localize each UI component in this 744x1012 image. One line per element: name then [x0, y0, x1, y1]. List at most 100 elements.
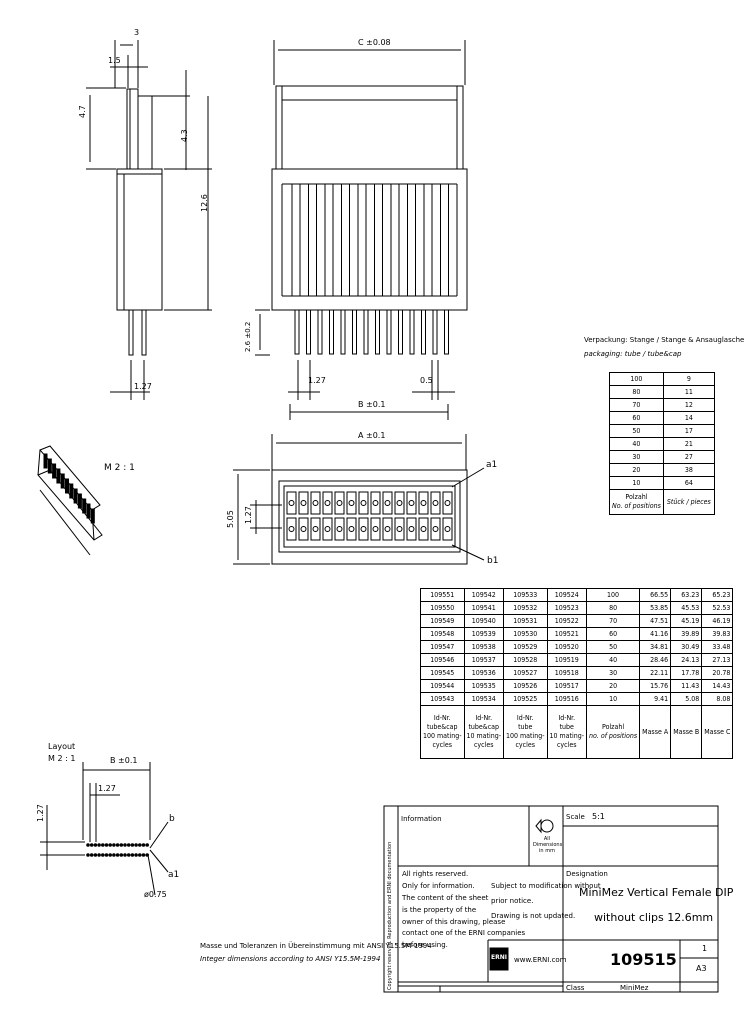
- iso-pin: [86, 503, 91, 519]
- variants-cell: 39.89: [670, 627, 703, 641]
- variants-cell: 33.48: [701, 640, 734, 654]
- dim-1-27-top: 1.27: [244, 506, 253, 524]
- variants-cell: 109536: [463, 666, 504, 680]
- top-contact-cell: [298, 517, 309, 541]
- layout-1-27-h: 1.27: [98, 784, 116, 793]
- top-contact-hole: [324, 500, 331, 506]
- top-contact-cell: [310, 517, 321, 541]
- variants-cell: 10: [585, 692, 641, 706]
- variants-cell: 5.08: [670, 692, 703, 706]
- variants-cell: 109525: [503, 692, 548, 706]
- top-contact-cell: [322, 491, 333, 515]
- top-contact-hole: [300, 500, 307, 506]
- variants-cell: 39.83: [701, 627, 734, 641]
- top-contact-hole: [360, 500, 367, 506]
- front-pin: [306, 309, 311, 355]
- top-contact-hole: [384, 500, 391, 506]
- top-contact-hole: [396, 526, 403, 532]
- top-contact-cell: [358, 491, 369, 515]
- variants-header-line: tube: [559, 723, 574, 731]
- dim-c: C ±0.08: [358, 38, 391, 47]
- variants-header-line: cycles: [432, 741, 453, 749]
- variants-cell: 100: [585, 588, 641, 602]
- layout-hole: [123, 843, 127, 847]
- top-contact-hole: [300, 526, 307, 532]
- top-contact-cell: [370, 517, 381, 541]
- iso-pin: [82, 498, 87, 514]
- variants-header-line: Masse B: [673, 727, 700, 736]
- variants-header-cell: Masse B: [670, 705, 703, 759]
- variants-cell: 24.13: [670, 653, 703, 667]
- front-slot: [423, 183, 433, 297]
- top-contact-cell: [358, 517, 369, 541]
- tolerance-note-en: Integer dimensions according to ANSI Y15…: [200, 955, 381, 963]
- rights-6: contact one of the ERNI companies: [402, 929, 526, 937]
- layout-1-27-v: 1.27: [36, 804, 45, 822]
- side-view: [86, 40, 212, 400]
- variants-header-line: Masse C: [704, 727, 731, 736]
- layout-a1: a1: [168, 870, 180, 880]
- top-contact-hole: [312, 526, 319, 532]
- packaging-positions-cell: 10: [609, 476, 664, 490]
- top-contact-cell: [346, 517, 357, 541]
- top-contact-hole: [384, 526, 391, 532]
- layout-hole: [141, 853, 146, 857]
- variants-header-line: Id-Nr.: [558, 714, 576, 722]
- variants-cell: 65.23: [701, 588, 734, 602]
- variants-cell: 109551: [420, 588, 465, 602]
- front-pin: [340, 309, 346, 355]
- packaging-positions-cell: 100: [609, 372, 664, 386]
- technical-drawing: [37, 40, 719, 993]
- dim-1-27-front: 1.27: [308, 376, 326, 385]
- variants-header-line: Polzahl: [602, 723, 625, 731]
- variants-header-line: 100 mating-: [423, 732, 462, 740]
- packaging-pieces-cell: 9: [662, 372, 715, 386]
- variants-cell: 40: [585, 653, 641, 667]
- iso-pin: [65, 478, 69, 494]
- packaging-positions-cell: 70: [609, 398, 664, 412]
- front-pin: [386, 309, 392, 355]
- variants-cell: 109540: [463, 614, 504, 628]
- top-contact-cell: [286, 491, 297, 515]
- layout-view: [40, 762, 169, 896]
- top-contact-cell: [406, 491, 417, 515]
- variants-cell: 109520: [546, 640, 587, 654]
- iso-scale: M 2 : 1: [104, 463, 135, 473]
- front-slot: [407, 183, 416, 297]
- layout-hole: [141, 843, 146, 847]
- top-contact-hole: [324, 526, 331, 532]
- variants-cell: 109523: [546, 601, 587, 615]
- front-slot: [374, 183, 383, 297]
- iso-pin: [60, 473, 65, 489]
- variants-header-line: Id-Nr.: [433, 714, 451, 722]
- packaging-header: Polzahl No. of positions Stück / pieces: [609, 489, 715, 515]
- variants-header-line: cycles: [515, 741, 536, 749]
- variants-cell: 109539: [463, 627, 504, 641]
- variants-header-line: tube: [518, 723, 533, 731]
- dim-4-3: 4.3: [180, 129, 189, 142]
- top-contact-cell: [346, 491, 357, 515]
- variants-cell: 41.16: [639, 627, 672, 641]
- variants-cell: 109532: [503, 601, 548, 615]
- top-contact-hole: [372, 500, 379, 506]
- variants-cell: 109547: [420, 640, 465, 654]
- iso-pin: [90, 508, 95, 524]
- variants-cell: 109533: [503, 588, 548, 602]
- variants-header-line: cycles: [556, 741, 577, 749]
- variants-cell: 109528: [503, 653, 548, 667]
- rights-5: owner of this drawing, please: [402, 918, 506, 926]
- variants-cell: 17.78: [670, 666, 703, 680]
- sheet-number: 1: [702, 944, 708, 953]
- top-contact-cell: [442, 517, 453, 541]
- top-contact-hole: [420, 526, 427, 532]
- top-contact-cell: [370, 491, 381, 515]
- variants-cell: 109544: [420, 679, 465, 693]
